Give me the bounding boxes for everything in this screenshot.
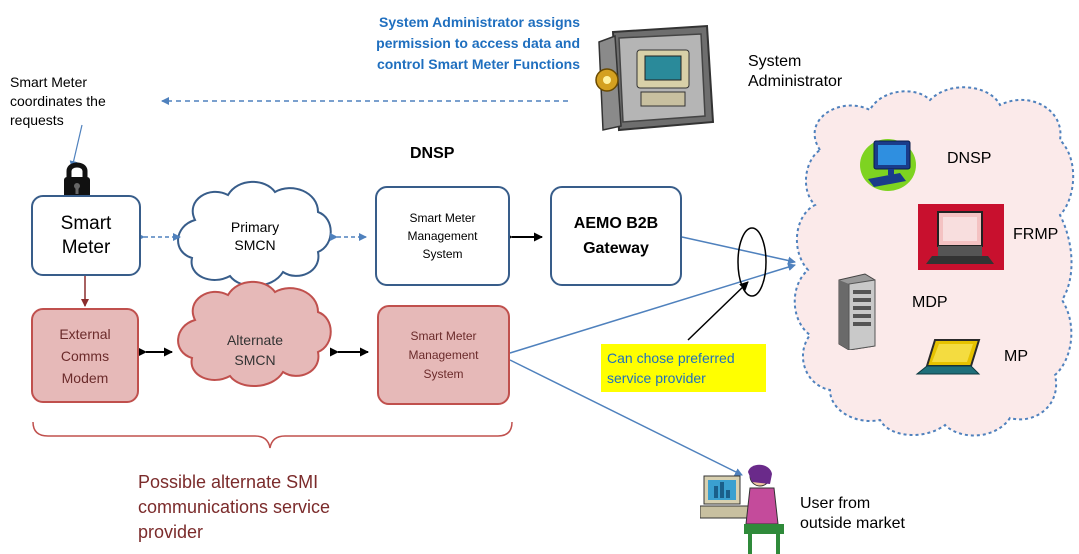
market-frmp-label: FRMP bbox=[1013, 226, 1059, 243]
choice-ellipse bbox=[737, 227, 767, 297]
external-modem-box[interactable]: External Comms Modem bbox=[31, 308, 139, 403]
laptop-icon bbox=[915, 339, 981, 375]
sysadmin-label: System Administrator bbox=[748, 52, 842, 92]
alternate-smcn-line1: Alternate bbox=[226, 332, 284, 348]
server-tower-icon bbox=[838, 273, 876, 350]
laptop-icon bbox=[918, 204, 1004, 270]
sysadmin-note-line2: permission to access data and bbox=[376, 35, 580, 51]
sysadmin-label-line2: Administrator bbox=[748, 73, 843, 90]
ext-modem-line2: Comms bbox=[60, 347, 110, 364]
user-label-line1: User from bbox=[800, 495, 871, 512]
smms-top-line3: System bbox=[422, 247, 463, 261]
dnsp-title: DNSP bbox=[410, 145, 455, 162]
aemo-line1: AEMO B2B bbox=[573, 215, 659, 232]
smms-top-box[interactable]: Smart Meter Management System bbox=[375, 186, 510, 286]
user-at-computer-icon bbox=[700, 464, 784, 554]
smart-meter-note-line1: Smart Meter bbox=[10, 74, 88, 90]
market-mdp-label: MDP bbox=[912, 294, 948, 311]
primary-smcn-cloud bbox=[177, 180, 332, 288]
aemo-line2: Gateway bbox=[583, 240, 649, 257]
smart-meter-note: Smart Meter coordinates the requests bbox=[10, 73, 106, 130]
alternate-smcn-label: Alternate SMCN bbox=[200, 330, 310, 370]
sysadmin-note-line1: System Administrator assigns bbox=[379, 14, 580, 30]
smms-bottom-line2: Management bbox=[408, 347, 479, 362]
smart-meter-note-line2: coordinates the bbox=[10, 93, 106, 109]
sysadmin-label-line1: System bbox=[748, 53, 802, 70]
smms-bottom-line3: System bbox=[423, 366, 464, 381]
market-dnsp-label: DNSP bbox=[947, 150, 992, 167]
ext-modem-line3: Modem bbox=[61, 369, 109, 386]
sysadmin-note: System Administrator assigns permission … bbox=[330, 12, 580, 75]
market-mp-label: MP bbox=[1004, 348, 1028, 365]
sysadmin-note-line3: control Smart Meter Functions bbox=[376, 56, 580, 72]
callout-line2: service provider bbox=[607, 370, 706, 386]
smart-meter-box-line1: Smart bbox=[60, 212, 112, 234]
smart-meter-note-line3: requests bbox=[10, 112, 64, 128]
vault-computer-icon bbox=[595, 24, 715, 132]
note-leader-line bbox=[69, 124, 83, 169]
desktop-computer-icon bbox=[860, 139, 916, 191]
provider-bracket bbox=[32, 421, 513, 449]
callout-pointer bbox=[687, 281, 749, 341]
smms-market-connector bbox=[502, 263, 796, 359]
ext-modem-line1: External bbox=[59, 325, 111, 342]
smart-meter-box[interactable]: Smart Meter bbox=[31, 195, 141, 276]
smms-user-connector bbox=[509, 359, 743, 476]
padlock-icon bbox=[64, 162, 90, 199]
alternate-provider-line1: Possible alternate SMI bbox=[138, 472, 319, 492]
primary-smcn-line2: SMCN bbox=[234, 237, 276, 253]
smms-bottom-line1: Smart Meter bbox=[410, 328, 477, 343]
callout-line1: Can chose preferred bbox=[607, 350, 735, 366]
alternate-smcn-line2: SMCN bbox=[234, 352, 276, 368]
alternate-provider-text: Possible alternate SMI communications se… bbox=[138, 470, 330, 545]
alternate-smcn-cloud bbox=[177, 280, 332, 388]
primary-smcn-label: Primary SMCN bbox=[205, 218, 305, 254]
alternate-provider-line3: provider bbox=[138, 522, 204, 542]
preferred-provider-callout: Can chose preferred service provider bbox=[601, 344, 766, 392]
primary-smcn-line1: Primary bbox=[230, 219, 280, 235]
smart-meter-box-line2: Meter bbox=[61, 236, 111, 258]
smms-top-line1: Smart Meter bbox=[409, 211, 476, 225]
smms-top-line2: Management bbox=[407, 229, 478, 243]
aemo-gateway-box[interactable]: AEMO B2B Gateway bbox=[550, 186, 682, 286]
user-label: User from outside market bbox=[800, 494, 905, 534]
alternate-provider-line2: communications service bbox=[138, 497, 331, 517]
user-label-line2: outside market bbox=[800, 515, 905, 532]
smms-bottom-box[interactable]: Smart Meter Management System bbox=[377, 305, 510, 405]
